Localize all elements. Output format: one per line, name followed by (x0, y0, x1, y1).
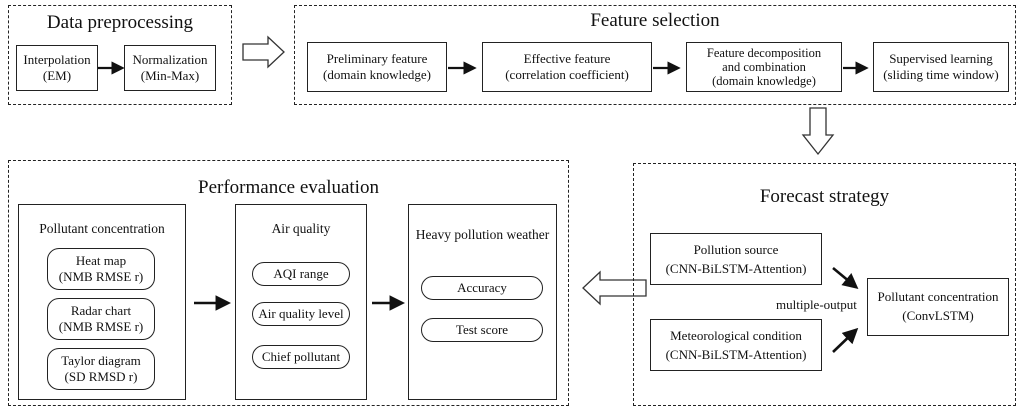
accuracy-label: Accuracy (457, 280, 507, 296)
pollutant-model-name: (ConvLSTM) (902, 308, 974, 323)
aqi-range-label: AQI range (273, 266, 329, 282)
heat-map-metrics: (NMB RMSE r) (58, 269, 144, 284)
air-quality-level-label: Air quality level (258, 306, 344, 322)
decomposition-label-2: and combination (722, 60, 806, 74)
item-accuracy: Accuracy (421, 276, 543, 300)
hollow-arrow-to-evaluation (582, 270, 647, 306)
meteorological-model: (CNN-BiLSTM-Attention) (665, 347, 807, 362)
normalization-label: Normalization (132, 51, 208, 67)
supervised-label: Supervised learning (889, 50, 993, 66)
panel-heavy-pollution-weather: Heavy pollution weather (408, 204, 557, 400)
hollow-arrow-to-feature-selection (242, 35, 285, 69)
arrow-source-to-pollutant (832, 266, 859, 289)
test-score-label: Test score (455, 322, 509, 338)
multiple-output-label: multiple-output (776, 297, 857, 312)
arrow-meteo-to-pollutant (832, 327, 859, 353)
box-preliminary-feature: Preliminary feature (domain knowledge) (307, 42, 447, 92)
taylor-metrics: (SD RMSD r) (64, 369, 138, 384)
group-forecast-strategy: Forecast strategy (633, 163, 1016, 406)
item-chief-pollutant: Chief pollutant (252, 345, 350, 369)
box-normalization: Normalization (Min-Max) (124, 45, 216, 91)
panel-title-air-quality: Air quality (271, 221, 331, 236)
group-data-preprocessing: Data preprocessing (8, 5, 232, 105)
radar-chart-metrics: (NMB RMSE r) (58, 319, 144, 334)
pollution-source-model: (CNN-BiLSTM-Attention) (665, 261, 807, 276)
hollow-arrow-to-forecast (801, 107, 835, 156)
normalization-method: (Min-Max) (140, 68, 200, 83)
box-interpolation: Interpolation (EM) (16, 45, 98, 91)
interpolation-method: (EM) (42, 68, 72, 83)
group-title-preprocessing: Data preprocessing (46, 12, 194, 33)
pollutant-model-label: Pollutant concentration (877, 289, 999, 305)
item-test-score: Test score (421, 318, 543, 342)
decomposition-method: (domain knowledge) (712, 74, 816, 88)
group-title-forecast: Forecast strategy (759, 186, 890, 207)
group-performance-evaluation: Performance evaluation (8, 160, 569, 406)
supervised-method: (sliding time window) (883, 67, 999, 82)
interpolation-label: Interpolation (23, 51, 91, 67)
effective-method: (correlation coefficient) (505, 67, 629, 82)
metric-taylor-diagram: Taylor diagram (SD RMSD r) (47, 348, 155, 390)
metric-heat-map: Heat map (NMB RMSE r) (47, 248, 155, 290)
item-air-quality-level: Air quality level (252, 302, 350, 326)
box-supervised-learning: Supervised learning (sliding time window… (873, 42, 1009, 92)
pollution-source-label: Pollution source (693, 241, 779, 257)
metric-radar-chart: Radar chart (NMB RMSE r) (47, 298, 155, 340)
box-meteorological-condition: Meteorological condition (CNN-BiLSTM-Att… (650, 319, 822, 371)
radar-chart-label: Radar chart (70, 303, 132, 319)
effective-label: Effective feature (523, 50, 611, 66)
group-title-feature-selection: Feature selection (590, 10, 720, 31)
decomposition-label-1: Feature decomposition (706, 46, 822, 60)
box-effective-feature: Effective feature (correlation coefficie… (482, 42, 652, 92)
heat-map-label: Heat map (75, 253, 127, 269)
box-pollutant-concentration-model: Pollutant concentration (ConvLSTM) (867, 278, 1009, 336)
taylor-label: Taylor diagram (61, 353, 141, 369)
preliminary-method: (domain knowledge) (323, 67, 431, 82)
meteorological-label: Meteorological condition (670, 327, 802, 343)
box-feature-decomposition: Feature decomposition and combination (d… (686, 42, 842, 92)
item-aqi-range: AQI range (252, 262, 350, 286)
chief-pollutant-label: Chief pollutant (261, 349, 341, 365)
box-pollution-source: Pollution source (CNN-BiLSTM-Attention) (650, 233, 822, 285)
preliminary-label: Preliminary feature (326, 50, 428, 66)
group-feature-selection: Feature selection (294, 5, 1016, 105)
panel-title-concentration: Pollutant concentration (39, 221, 165, 236)
group-title-evaluation: Performance evaluation (198, 177, 379, 198)
panel-title-heavy: Heavy pollution weather (415, 227, 550, 242)
